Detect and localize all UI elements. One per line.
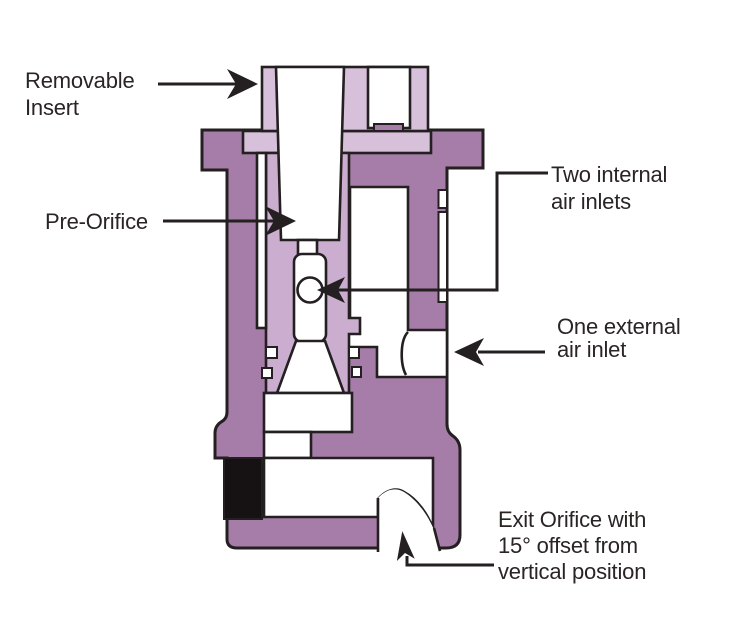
arrowhead-external-air [454,338,484,366]
external-inlet-arc [400,331,410,376]
label-internal-air-inlets: Two internal air inlets [551,162,673,214]
label-removable-insert: Removable Insert [25,68,140,120]
arrowhead-internal-air [317,277,345,303]
exit-orifice-right-edge [432,527,442,552]
leader-internal-air [338,171,548,292]
label-external-air-inlet: One external air inlet [557,314,687,362]
exit-orifice-gap [378,489,440,551]
seal-block [223,457,263,520]
mixing-chamber-cavity [262,391,354,434]
seal-groove-right-1 [348,346,360,359]
liquid-funnel-passage [274,65,346,242]
label-pre-orifice: Pre-Orifice [45,209,148,234]
seal-groove-left-1 [265,346,278,359]
insert-side-gap [255,151,268,330]
arrowhead-exit-orifice [396,531,415,561]
arrowhead-pre-orifice [265,206,296,236]
internal-air-inlet-slot-2 [437,211,448,303]
insert-slot-ledge [373,123,404,132]
label-exit-orifice: Exit Orifice with 15° offset from vertic… [498,507,652,584]
internal-air-inlet-slot-1 [437,189,448,209]
seal-groove-left-2 [261,367,273,379]
diagram-root: Removable Insert Pre-Orifice Two interna… [25,65,687,584]
leader-exit-orifice [405,556,494,567]
seal-groove-right-2 [351,366,362,378]
insert-top-slot [366,65,412,130]
arrowhead-removable-insert [227,69,258,99]
lower-channel [262,430,313,460]
